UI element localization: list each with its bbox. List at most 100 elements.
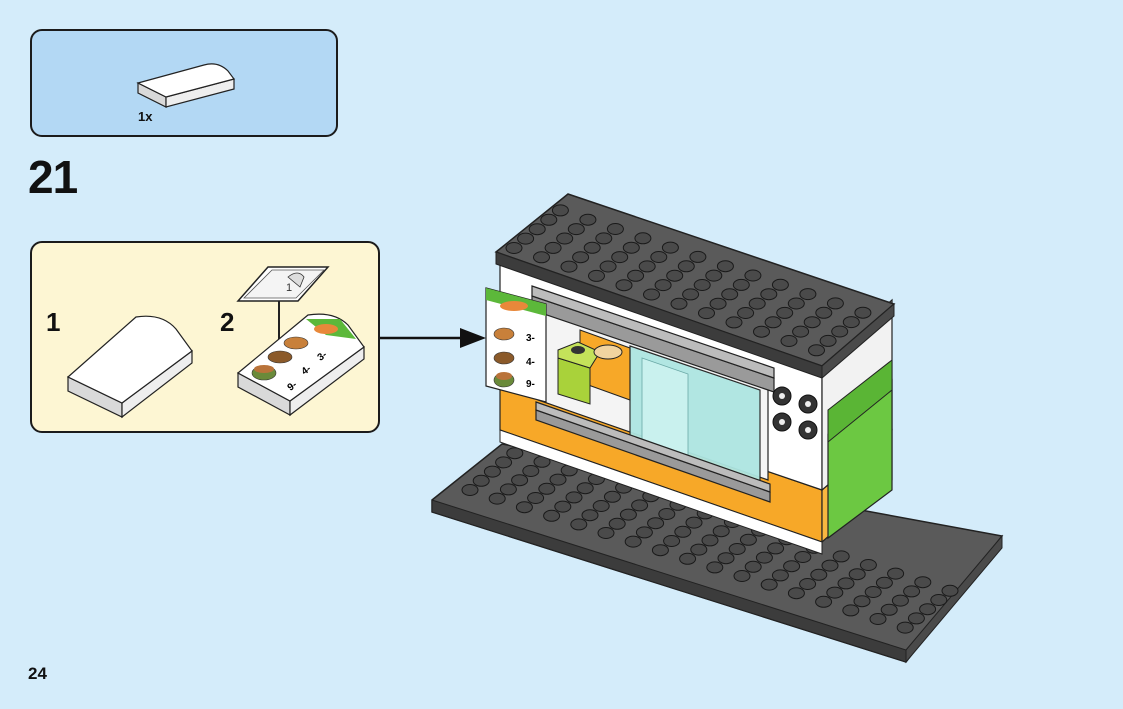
- stud: [815, 595, 833, 608]
- stud: [787, 587, 805, 600]
- stud: [572, 251, 590, 264]
- substep-number-1: 1: [46, 307, 61, 337]
- stud: [748, 297, 766, 310]
- stud: [853, 595, 871, 608]
- stud: [527, 492, 545, 504]
- stud: [679, 552, 697, 565]
- arrow-icon: [380, 328, 486, 348]
- stud: [887, 567, 905, 580]
- stud: [606, 223, 624, 235]
- svg-text:1: 1: [286, 282, 292, 294]
- stud: [819, 334, 837, 347]
- stud: [826, 586, 844, 599]
- stud: [554, 500, 572, 513]
- stud: [854, 306, 872, 319]
- stud: [732, 278, 750, 291]
- stud: [941, 584, 959, 597]
- stud: [826, 297, 844, 310]
- stud: [792, 325, 810, 338]
- stud: [533, 251, 550, 264]
- stud: [631, 499, 649, 512]
- stud: [615, 279, 633, 292]
- stud: [666, 269, 684, 282]
- stud: [712, 525, 730, 538]
- stud: [891, 594, 909, 607]
- stud: [643, 288, 660, 301]
- stud: [624, 535, 642, 548]
- food-kiosk-model-icon: [431, 193, 1004, 664]
- stud: [647, 517, 665, 530]
- stud: [556, 232, 574, 245]
- stud: [728, 543, 746, 555]
- stud: [799, 288, 817, 301]
- stud: [880, 603, 898, 616]
- stud: [670, 297, 688, 310]
- part-quantity: 1x: [138, 109, 153, 124]
- stud: [739, 533, 757, 546]
- stud: [760, 578, 778, 591]
- white-slope-brick-icon: [136, 63, 236, 108]
- stud: [783, 560, 801, 573]
- model-menu-price-2: 4-: [526, 357, 535, 368]
- stud: [744, 269, 762, 282]
- stud: [767, 542, 785, 555]
- stud: [842, 604, 860, 617]
- stud: [721, 288, 739, 301]
- stud: [528, 223, 546, 236]
- stud: [815, 306, 833, 319]
- stud: [483, 465, 501, 478]
- stud: [753, 325, 770, 338]
- stud: [837, 577, 855, 590]
- stud: [579, 213, 597, 226]
- stud: [896, 621, 914, 634]
- stud: [603, 490, 621, 503]
- stud: [799, 578, 817, 590]
- stud: [717, 552, 735, 565]
- stud: [755, 551, 773, 564]
- stud: [810, 568, 828, 581]
- stud: [709, 297, 727, 310]
- stud: [522, 465, 540, 477]
- stud: [543, 509, 561, 522]
- stud: [737, 307, 755, 319]
- stud: [661, 241, 679, 254]
- stud: [776, 306, 794, 319]
- stud: [595, 232, 613, 245]
- stud: [771, 278, 789, 291]
- stud: [599, 260, 617, 273]
- stud: [592, 500, 610, 512]
- stud: [771, 569, 789, 582]
- stud: [549, 473, 567, 486]
- stud: [650, 251, 668, 263]
- stud: [461, 484, 479, 496]
- stud: [560, 260, 578, 273]
- stud: [588, 269, 605, 282]
- stud: [701, 534, 719, 547]
- stud: [864, 586, 882, 598]
- stud: [517, 232, 535, 245]
- stud: [505, 242, 523, 254]
- model-menu-price-3: 9-: [526, 379, 535, 390]
- stud: [764, 316, 782, 329]
- stud: [551, 204, 569, 217]
- menu-sticker-slope-icon: [236, 313, 365, 417]
- stud: [567, 223, 585, 236]
- stud: [693, 279, 711, 291]
- stud: [682, 288, 700, 301]
- stud: [930, 594, 948, 606]
- stud: [677, 260, 695, 273]
- stud: [654, 279, 672, 292]
- model-menu-price-1: 3-: [526, 333, 535, 344]
- stud: [658, 508, 676, 520]
- stud: [663, 535, 681, 547]
- stud: [472, 474, 490, 487]
- stud: [488, 492, 506, 505]
- stud: [515, 501, 533, 514]
- stud: [831, 325, 849, 338]
- stud: [875, 576, 893, 589]
- stud: [803, 316, 821, 329]
- stud: [565, 491, 583, 504]
- stud: [627, 269, 645, 282]
- stud: [760, 288, 778, 301]
- stud: [914, 576, 932, 589]
